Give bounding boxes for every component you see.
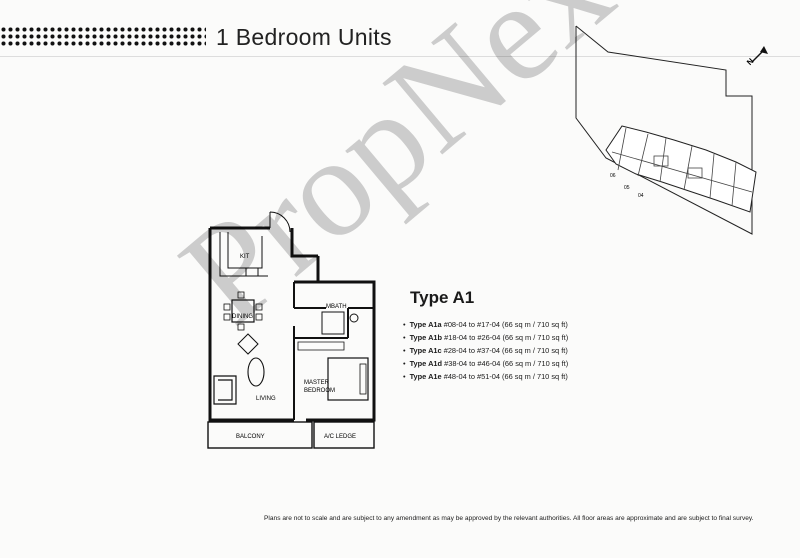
coffee-table — [247, 357, 265, 387]
variant-name: Type A1d — [409, 359, 443, 368]
room-label-bedroom: BEDROOM — [304, 388, 335, 394]
room-label-living: LIVING — [256, 396, 276, 402]
floor-plan: KIT DINING MBATH LIVING MASTER BEDROOM B… — [207, 211, 376, 449]
page-title: 1 Bedroom Units — [216, 24, 392, 50]
dining-chair — [255, 313, 263, 321]
variant-detail: #48-04 to #51-04 (66 sq m / 710 sq ft) — [443, 372, 568, 381]
key-plan: 06 05 04 N — [575, 25, 768, 235]
unit-variant: Type A1b #18-04 to #26-04 (66 sq m / 710… — [403, 331, 569, 344]
bed — [327, 357, 369, 401]
armchair — [237, 333, 259, 355]
key-unit-label: 06 — [610, 173, 616, 179]
variant-name: Type A1b — [409, 333, 443, 342]
room-label-bath: MBATH — [326, 304, 347, 310]
unit-variant: Type A1a #08-04 to #17-04 (66 sq m / 710… — [403, 318, 568, 331]
room-label-kit: KIT — [240, 254, 250, 260]
room-label-balcony: BALCONY — [236, 434, 265, 440]
ac-ledge — [313, 421, 375, 449]
room-label-master: MASTER — [304, 380, 330, 386]
header-divider — [0, 56, 800, 57]
variant-detail: #08-04 to #17-04 (66 sq m / 710 sq ft) — [443, 320, 568, 329]
wardrobe — [297, 341, 345, 351]
unit-variant-list: Type A1a #08-04 to #17-04 (66 sq m / 710… — [403, 318, 569, 383]
compass-label: N — [745, 56, 756, 67]
room-label-ac-ledge: A/C LEDGE — [324, 434, 356, 440]
unit-type-title: Type A1 — [410, 288, 475, 307]
variant-detail: #38-04 to #46-04 (66 sq m / 710 sq ft) — [444, 359, 569, 368]
disclaimer-text: Plans are not to scale and are subject t… — [264, 515, 754, 522]
dotted-header-bar — [0, 26, 206, 48]
variant-name: Type A1a — [409, 320, 442, 329]
toilet-icon — [349, 313, 359, 323]
dining-chair — [223, 303, 231, 311]
dining-chair — [237, 291, 245, 299]
pillow — [359, 363, 367, 395]
unit-variant: Type A1e #48-04 to #51-04 (66 sq m / 710… — [403, 370, 568, 383]
variant-detail: #28-04 to #37-04 (66 sq m / 710 sq ft) — [443, 346, 568, 355]
dining-chair — [223, 313, 231, 321]
key-unit-label: 04 — [638, 193, 644, 199]
room-label-dining: DINING — [232, 314, 253, 320]
unit-variant: Type A1d #38-04 to #46-04 (66 sq m / 710… — [403, 357, 569, 370]
balcony — [207, 421, 313, 449]
building-outline — [605, 125, 757, 213]
dining-table — [231, 299, 255, 323]
site-boundary — [575, 25, 753, 235]
unit-variant: Type A1c #28-04 to #37-04 (66 sq m / 710… — [403, 344, 568, 357]
variant-detail: #18-04 to #26-04 (66 sq m / 710 sq ft) — [444, 333, 569, 342]
entry-door — [269, 211, 291, 233]
key-unit-label: 05 — [624, 185, 630, 191]
outer-wall — [208, 226, 376, 422]
internal-wall — [293, 282, 374, 420]
bath-shower — [321, 311, 345, 335]
variant-name: Type A1e — [409, 372, 442, 381]
north-arrow-icon: N — [745, 46, 768, 67]
dining-chair — [237, 323, 245, 331]
sofa — [213, 375, 237, 405]
variant-name: Type A1c — [409, 346, 442, 355]
sink-icon — [245, 267, 259, 277]
dining-chair — [255, 303, 263, 311]
